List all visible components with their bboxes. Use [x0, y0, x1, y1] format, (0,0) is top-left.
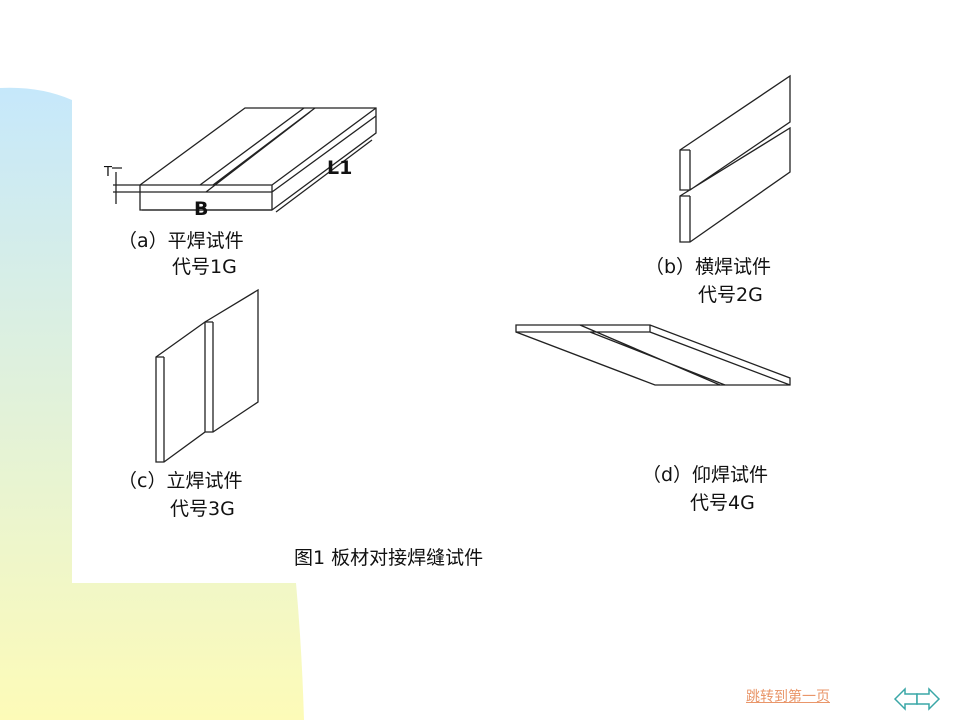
- code-b: 代号2G: [698, 284, 763, 306]
- code-c: 代号3G: [170, 498, 235, 520]
- specimen-1g: [112, 107, 377, 213]
- specimen-3g: [155, 288, 259, 463]
- code-a: 代号1G: [172, 256, 237, 278]
- label-t: T: [104, 165, 112, 180]
- first-page-link[interactable]: 跳转到第一页: [746, 689, 830, 705]
- label-l1: L1: [327, 157, 353, 179]
- label-b: B: [194, 198, 209, 220]
- code-d: 代号4G: [690, 492, 755, 514]
- figure-title: 图1 板材对接焊缝试件: [294, 547, 484, 569]
- caption-d: （d）仰焊试件: [642, 464, 769, 486]
- caption-c: （c）立焊试件: [118, 470, 243, 492]
- caption-a: （a）平焊试件: [118, 230, 244, 252]
- next-arrow-icon[interactable]: [915, 686, 941, 712]
- specimen-2g: [679, 74, 791, 243]
- caption-b: （b）横焊试件: [645, 256, 772, 278]
- specimen-4g: [515, 324, 791, 386]
